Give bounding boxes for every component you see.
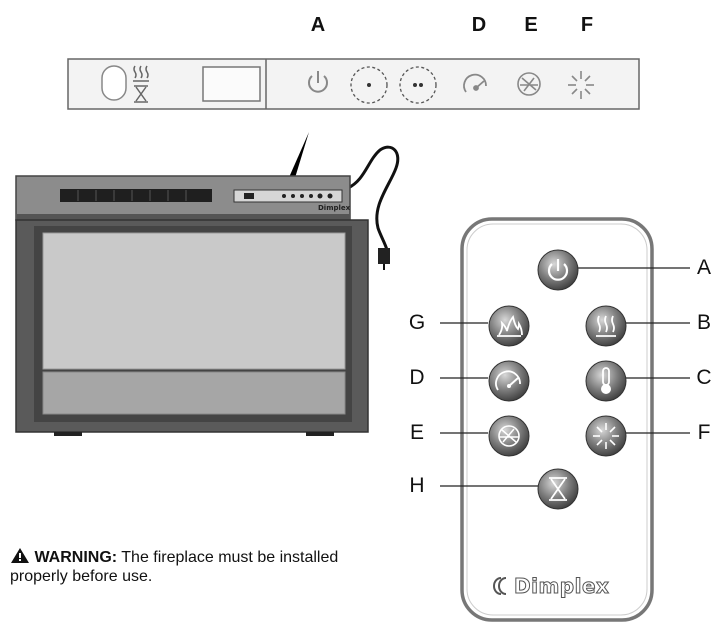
remote-flame-button [488, 305, 530, 347]
warning-text: The fireplace must be installed properly… [10, 549, 339, 585]
single-dot-button [350, 66, 388, 104]
remote-brightness-button [585, 415, 627, 457]
callout-b: B [696, 311, 711, 334]
double-dot-button [399, 66, 437, 104]
heater-vent [60, 189, 212, 202]
fireplace-insert [15, 132, 400, 436]
remote-power-button [537, 249, 579, 291]
callout-h: H [409, 474, 425, 497]
receiver-window [101, 65, 127, 101]
panel-letter-e: E [524, 14, 538, 36]
remote-timer-button [537, 468, 579, 510]
remote-control [440, 217, 690, 622]
callout-e: E [409, 421, 424, 444]
warning-icon [11, 548, 29, 563]
remote-heat-button [585, 305, 627, 347]
remote-flame-speed-button [488, 360, 530, 402]
flame-speed-icon [463, 73, 487, 93]
flame-color-icon [517, 72, 541, 96]
fireplace-badge: Dimplex [318, 204, 351, 212]
timer-icon [134, 85, 148, 103]
power-icon [308, 71, 328, 93]
control-panel [67, 58, 640, 110]
panel-letter-a: A [310, 14, 326, 36]
dimplex-logo-icon [493, 577, 507, 595]
display-window [202, 66, 261, 102]
power-cord [347, 145, 400, 263]
cord-plug [378, 248, 390, 264]
bottom-trim [42, 371, 346, 415]
warning-note: WARNING: The fireplace must be installed… [10, 547, 340, 586]
callout-c: C [696, 366, 712, 389]
brightness-icon [568, 71, 594, 99]
callout-d: D [409, 366, 425, 389]
panel-letter-f: F [580, 14, 594, 36]
warning-label: WARNING: [34, 549, 118, 566]
callout-g: G [408, 311, 426, 334]
mini-control-strip [233, 189, 343, 203]
panel-letter-d: D [471, 14, 487, 36]
remote-flame-color-button [488, 415, 530, 457]
remote-brand: Dimplex [513, 574, 610, 599]
callout-a: A [696, 256, 711, 279]
callout-f: F [697, 421, 711, 444]
remote-thermostat-button [585, 360, 627, 402]
glass-screen [42, 232, 346, 370]
heat-icon [133, 65, 149, 82]
